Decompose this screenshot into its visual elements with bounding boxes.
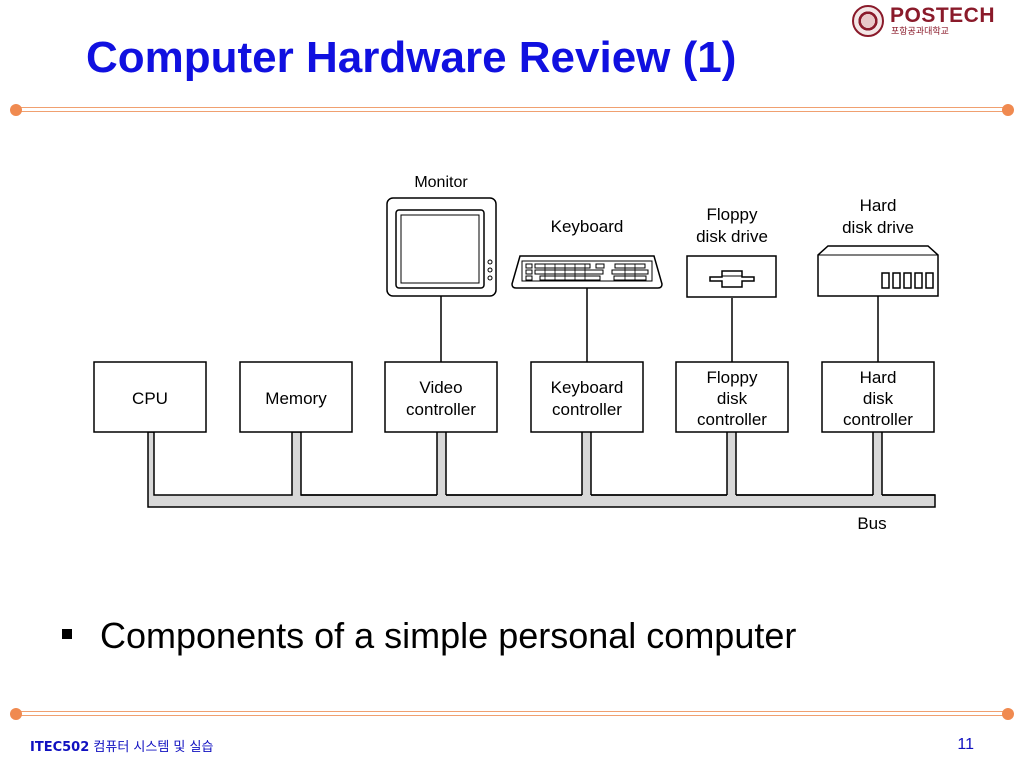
video-controller-label-line2: controller: [406, 400, 476, 419]
floppy-controller-label-line2: disk: [717, 389, 748, 408]
hard-disk-drive-label-line2: disk drive: [842, 218, 914, 237]
memory-label: Memory: [265, 389, 327, 408]
hard-disk-drive-label-line1: Hard: [860, 196, 897, 215]
bullet-text: Components of a simple personal computer: [100, 615, 797, 656]
bus-label: Bus: [857, 514, 886, 533]
video-controller-label-line1: Video: [419, 378, 462, 397]
bottom-divider: [10, 708, 1014, 720]
hard-disk-controller-label-line1: Hard: [860, 368, 897, 387]
system-bus: [147, 431, 936, 508]
slide-title: Computer Hardware Review (1): [86, 33, 737, 82]
keyboard-icon: [511, 255, 663, 289]
logo-subtitle: 포항공과대학교: [891, 27, 949, 37]
keyboard-label: Keyboard: [551, 217, 624, 236]
floppy-drive-label-line1: Floppy: [706, 205, 758, 224]
course-name: 컴퓨터 시스템 및 실습: [93, 740, 214, 755]
floppy-drive-icon: [686, 255, 777, 298]
keyboard-controller-label-line2: controller: [552, 400, 622, 419]
memory-box: Memory: [239, 361, 353, 433]
postech-logo: POSTECH 포항공과대학교: [852, 5, 995, 39]
floppy-drive-label-line2: disk drive: [696, 227, 768, 246]
hardware-diagram: Bus CPU Memory Video controller Keyboard…: [93, 174, 939, 533]
page-number: 11: [957, 736, 974, 753]
university-seal-icon: [852, 5, 884, 37]
logo-name: POSTECH: [890, 4, 996, 27]
hard-disk-controller-box: Hard disk controller: [821, 361, 935, 433]
hard-disk-drive-icon: [817, 245, 939, 297]
hard-disk-controller-label-line2: disk: [863, 389, 894, 408]
square-bullet-icon: [62, 629, 72, 639]
monitor-label: Monitor: [414, 174, 468, 191]
cpu-box: CPU: [93, 361, 207, 433]
floppy-controller-label-line1: Floppy: [706, 368, 758, 387]
cpu-label: CPU: [132, 389, 168, 408]
floppy-controller-label-line3: controller: [697, 410, 767, 429]
hard-disk-controller-label-line3: controller: [843, 410, 913, 429]
video-controller-box: Video controller: [384, 361, 498, 433]
keyboard-controller-box: Keyboard controller: [530, 361, 644, 433]
course-code: ITEC502: [30, 740, 90, 755]
footer-course: ITEC502 컴퓨터 시스템 및 실습: [30, 736, 213, 755]
floppy-controller-box: Floppy disk controller: [675, 361, 789, 433]
keyboard-controller-label-line1: Keyboard: [551, 378, 624, 397]
monitor-icon: [386, 197, 497, 297]
top-divider: [10, 104, 1014, 116]
